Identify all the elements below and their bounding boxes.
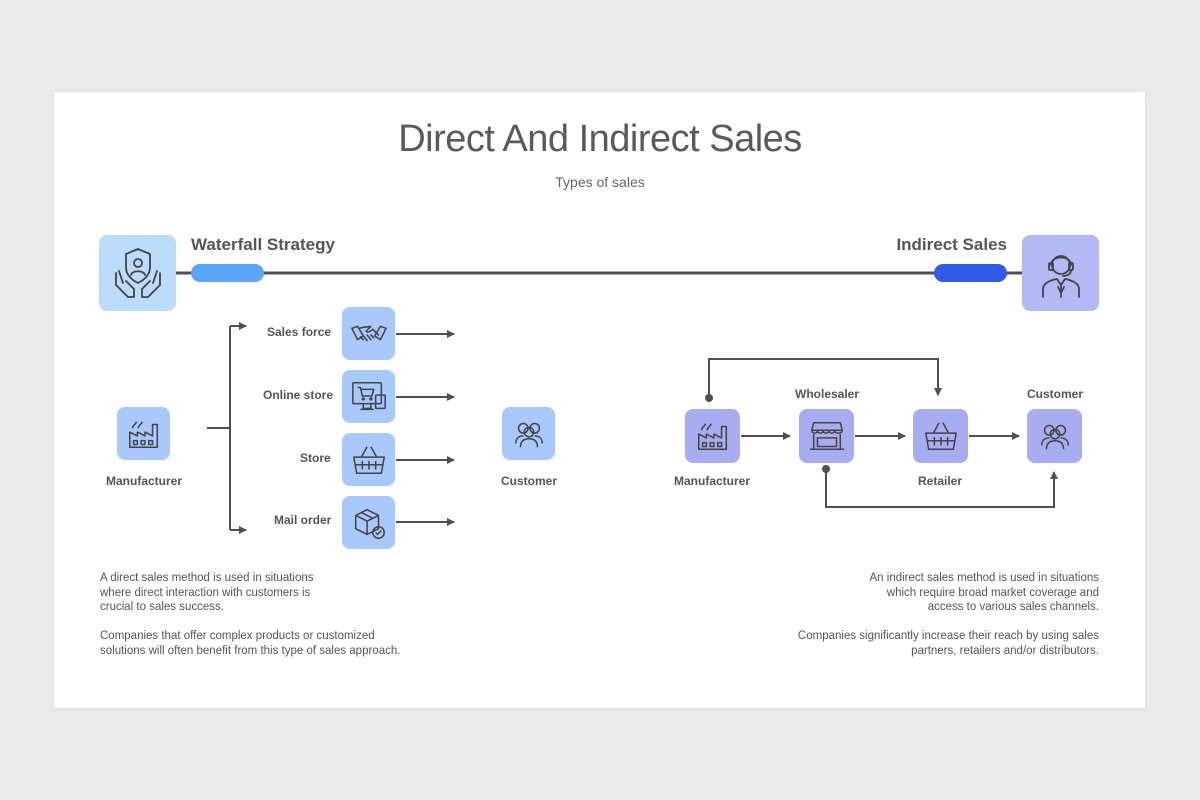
channel-label-sales-force: Sales force xyxy=(267,325,332,339)
page-subtitle: Types of sales xyxy=(555,174,645,190)
right-description-2: Companies significantly increase their r… xyxy=(797,630,1099,657)
left-description-2: Companies that offer complex products or… xyxy=(100,630,401,657)
online-store-icon xyxy=(342,370,395,423)
slide-card xyxy=(54,92,1145,708)
customer-group-icon xyxy=(1027,409,1082,463)
channel-label-store: Store xyxy=(300,451,331,465)
left-heading: Waterfall Strategy xyxy=(191,235,335,254)
page-title: Direct And Indirect Sales xyxy=(398,118,802,160)
factory-icon xyxy=(685,409,740,463)
handshake-icon xyxy=(342,307,395,360)
protection-hands-icon xyxy=(99,235,176,311)
channel-label-mail-order: Mail order xyxy=(274,513,332,527)
timeline-pill-right xyxy=(934,264,1007,282)
basket-icon xyxy=(342,433,395,486)
left-customer-label: Customer xyxy=(501,474,558,488)
channel-label-online-store: Online store xyxy=(263,388,334,402)
shop-icon xyxy=(799,409,854,463)
package-check-icon xyxy=(342,496,395,549)
factory-icon xyxy=(117,407,170,460)
left-description-1: A direct sales method is used in situati… xyxy=(100,572,314,613)
support-agent-icon xyxy=(1022,235,1099,311)
right-description-1: An indirect sales method is used in situ… xyxy=(869,572,1099,613)
wholesaler-label: Wholesaler xyxy=(795,387,860,401)
left-manufacturer-label: Manufacturer xyxy=(106,474,183,488)
timeline-pill-left xyxy=(191,264,264,282)
retailer-label: Retailer xyxy=(918,474,963,488)
customer-group-icon xyxy=(502,407,555,460)
basket-icon xyxy=(913,409,968,463)
right-customer-label: Customer xyxy=(1027,387,1084,401)
right-heading: Indirect Sales xyxy=(896,235,1007,254)
right-manufacturer-label: Manufacturer xyxy=(674,474,751,488)
